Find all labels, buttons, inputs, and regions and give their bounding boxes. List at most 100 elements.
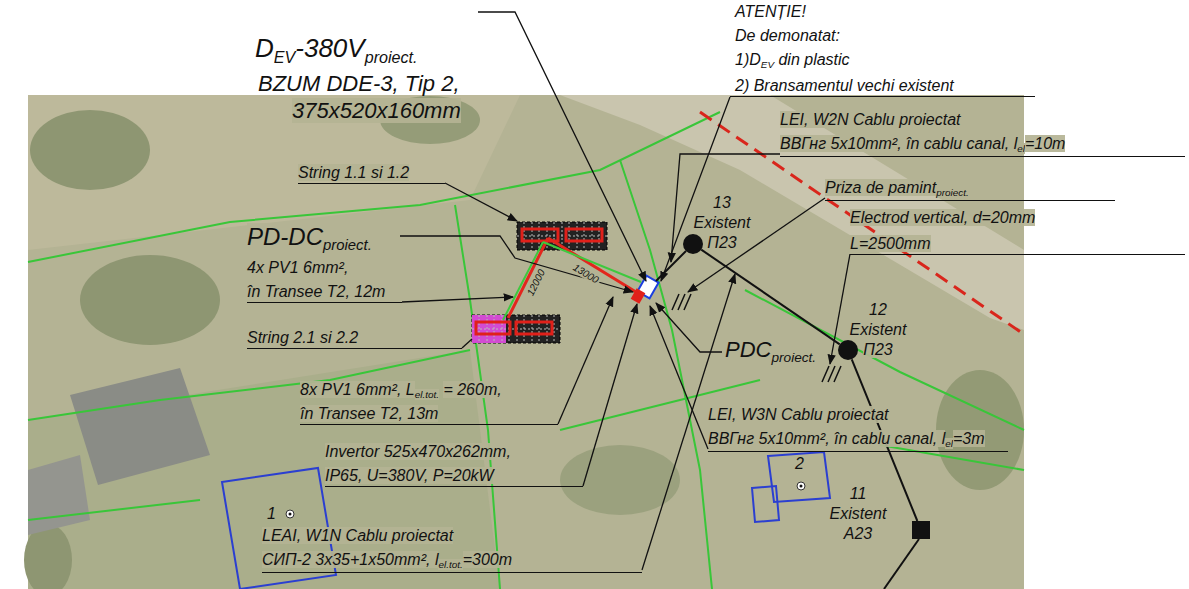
annotation-text: String 2.1 si 2.2 [247,329,358,346]
annotation-line: LEI, W2N Cablu proiectat [780,110,961,130]
annotation-text: ВВГнг 5x10mm², în cablu canal, l [780,135,1017,152]
roof [28,455,90,535]
annotation-line: String 1.1 si 1.2 [298,163,445,184]
annotation-line: LEAI, W1N Cablu proiectat [262,526,453,546]
annotation-text: IP65, U=380V, P=20kW [325,467,494,484]
annotation-text: ATENȚIE! [735,3,806,20]
subscript-text: el [945,438,953,449]
annotation-line: ВВГнг 5x10mm², în cablu canal, lel=10m [780,134,1185,157]
annotation-line: 4x PV1 6mm², [247,258,348,278]
annotation-text: PD-DC [247,223,323,250]
support-pole: 13 Existent П23 [683,234,703,254]
ground-symbol [822,366,841,382]
tree-crown [80,255,220,345]
annotation-line: DEV-380Vproiect. [255,32,418,68]
pv-array [517,222,607,250]
annotation-line: Electrod vertical, d=20mm [850,208,1035,228]
annotation-text: D [255,33,274,63]
support-pole: 12 Existent П23 [838,340,858,360]
leader-line [583,304,637,486]
annotation-text: =10m [1025,135,1065,152]
annotation-text: 13000 [570,260,603,286]
ground-symbol [672,294,691,310]
annotation-text: în Transee T2, 13m [300,405,438,422]
leader-line [400,236,633,292]
annotation-text: СИП-2 3x35+1x50mm², l [262,551,438,568]
annotation-line: 375x520x160mm [292,97,461,125]
building-outline [752,486,779,522]
annotation-line: LEI, W3N Cablu proiectat [708,405,889,425]
anchor-pole: 11 Existent A23 [912,521,930,539]
annotation-text: în Transee T2, 12m [247,283,385,300]
tree-crown [30,110,150,190]
pv-string [566,229,602,241]
field [28,350,500,589]
inverter-box [631,288,646,303]
annotation-text: =300m [463,551,512,568]
tree-crown [560,445,680,515]
annotation-line: De demonatat: [735,26,840,46]
annotation-text: String 1.1 si 1.2 [298,164,409,181]
pv-array [472,315,560,343]
pv-string [476,322,510,334]
annotation-text: =3m [953,430,985,447]
annotation-text: LEAI, W1N Cablu proiectat [262,527,453,544]
pv-string [522,229,558,241]
annotation-text: LEI, W3N Cablu proiectat [708,406,889,423]
annotation-text: BZUM DDE-3, Tip 2, [258,71,460,96]
meter-box [637,276,658,299]
subscript-text: proiect. [323,237,372,253]
node-text-holder: 2 [795,454,804,474]
annotation-text: 1)D [735,51,761,68]
annotation-text: 2) Bransamentul vechi existent [735,77,954,94]
pole-label: 13 Existent П23 [694,194,751,251]
tree-crown [936,370,1024,490]
annotation-line: 2) Bransamentul vechi existent [730,76,1035,97]
annotation-text: -380V [295,33,364,63]
dimension-line-text: 13000 [569,259,603,287]
building-outline-path [768,452,830,502]
annotation-line: în Transee T2, 12m [247,282,402,303]
leader-line [656,303,722,352]
annotation-text: 375x520x160mm [292,98,461,123]
subscript-text: EV [274,48,296,66]
node-text-holder: 13 Existent П23 [687,193,757,253]
field [28,95,520,250]
node-text-holder: 1 [267,504,276,524]
annotation-text: PDC [725,337,771,362]
pv-string [516,322,552,334]
leader-line [402,297,513,302]
leader-line [671,154,780,262]
pole-label: 12 Existent П23 [850,301,907,358]
subscript-text: EV [761,59,774,70]
subscript-text: el.tot. [415,389,439,400]
address-point [289,513,292,516]
service-cable [656,251,686,281]
annotation-text: ВВГнг 5x10mm², în cablu canal, l [708,430,945,447]
annotation-line: PDCproiect. [725,336,816,367]
cable-trench [508,238,548,318]
annotation-line: String 2.1 si 2.2 [247,328,462,349]
annotation-line: BZUM DDE-3, Tip 2, [258,70,460,98]
leader-line [650,306,708,449]
tree-crown [24,524,72,589]
annotation-line: СИП-2 3x35+1x50mm², lel.tot.=300m [262,550,642,573]
annotation-text: LEI, W2N Cablu proiectat [780,111,961,128]
annotation-line: ATENȚIE! [735,2,806,22]
annotation-line: IP65, U=380V, P=20kW [325,466,583,487]
subscript-text: el.tot. [438,559,462,570]
parcel-boundary [28,500,200,520]
pv-panel-grid [517,222,607,250]
subscript-text: proiect. [365,48,418,66]
plot-number: 1 [267,505,276,522]
annotation-line: PD-DCproiect. [247,222,372,255]
annotation-line: 1)DEVdin plastic [735,50,850,72]
leader-line [558,297,613,424]
annotation-text: Priza de pamint [825,179,936,196]
pole-label: 11 Existent A23 [830,485,887,542]
annotation-line: Invertor 525x470x262mm, [325,442,511,462]
annotation-text: Electrod vertical, d=20mm [850,209,1035,226]
